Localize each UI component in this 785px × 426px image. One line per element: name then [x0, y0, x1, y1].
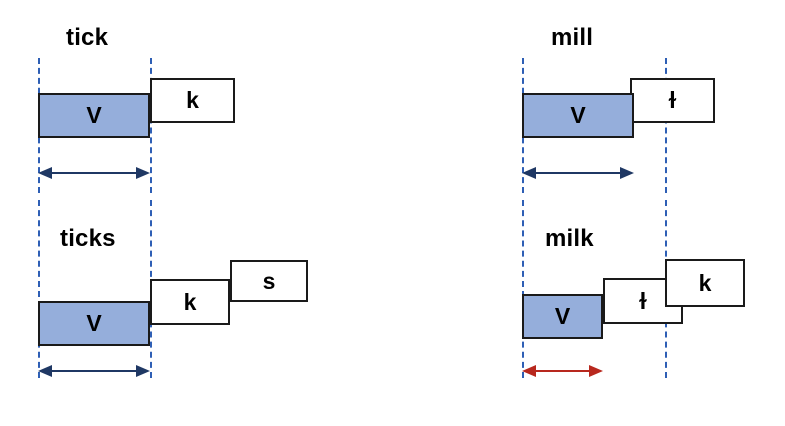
word-label-tick: tick: [66, 24, 109, 51]
duration-arrow-red: [522, 363, 603, 379]
vowel-box: V: [38, 93, 150, 138]
duration-arrow-navy: [38, 165, 150, 181]
panel-tick: tick k V: [0, 0, 392, 213]
duration-arrow-navy: [38, 363, 150, 379]
coda-box-s: s: [230, 260, 308, 302]
coda-box-dark-l: ɫ: [630, 78, 715, 123]
vowel-box: V: [38, 301, 150, 346]
duration-arrow-navy: [522, 165, 634, 181]
guide-line-left: [38, 200, 40, 378]
guide-line-right: [665, 58, 667, 193]
panel-mill: mill ɫ V: [484, 0, 785, 213]
panel-milk: milk k ɫ V: [484, 200, 785, 426]
coda-box-k: k: [150, 279, 230, 325]
guide-line-right: [150, 58, 152, 193]
word-label-milk: milk: [545, 225, 594, 252]
vowel-box: V: [522, 294, 603, 339]
guide-line-left: [522, 200, 524, 378]
word-label-ticks: ticks: [60, 225, 116, 252]
word-label-mill: mill: [551, 24, 594, 51]
coda-box-k: k: [150, 78, 235, 123]
coda-box-k: k: [665, 259, 745, 307]
vowel-box: V: [522, 93, 634, 138]
panel-ticks: ticks s k V: [0, 200, 392, 426]
